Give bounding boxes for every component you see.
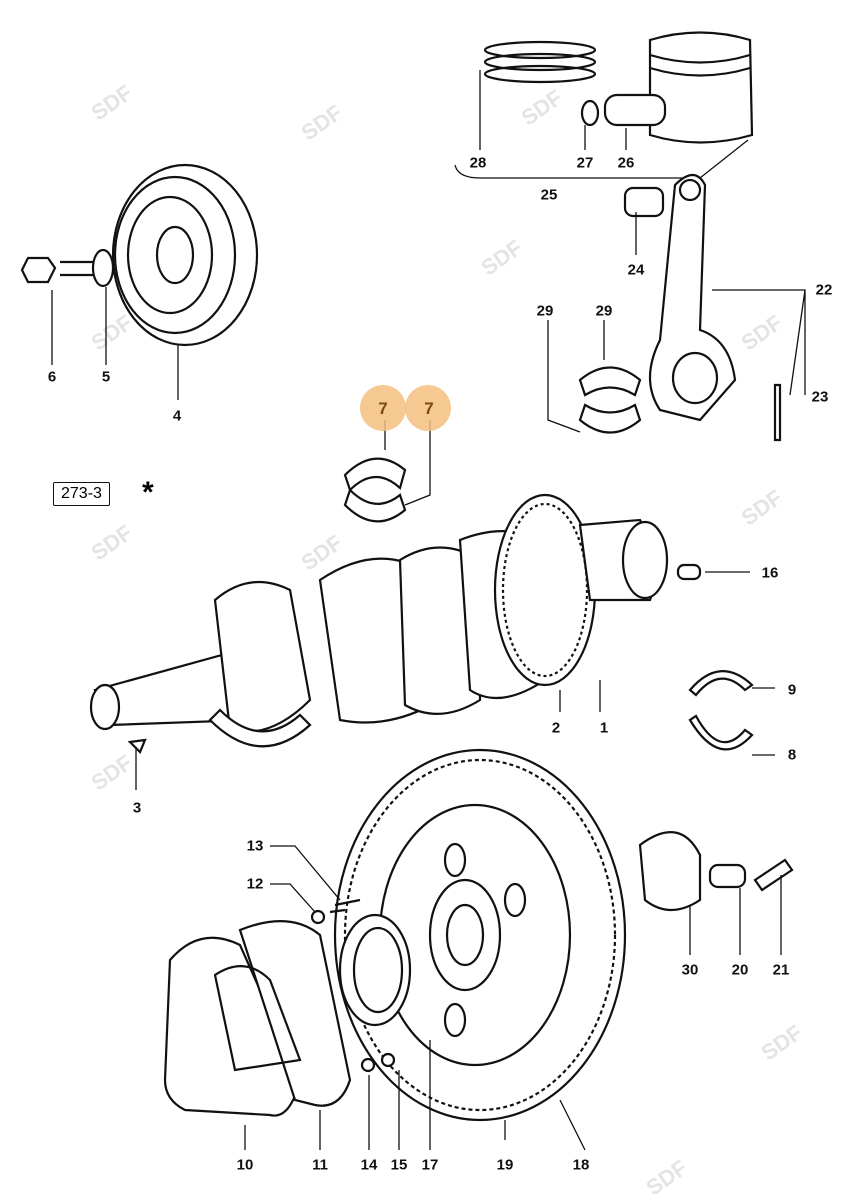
callout-8[interactable]: 8 xyxy=(787,746,797,764)
callout-27[interactable]: 27 xyxy=(576,154,594,172)
callout-29[interactable]: 29 xyxy=(536,302,554,320)
callout-24[interactable]: 24 xyxy=(627,261,645,279)
callout-15[interactable]: 15 xyxy=(390,1156,408,1174)
callout-23[interactable]: 23 xyxy=(811,388,829,406)
callout-29[interactable]: 29 xyxy=(595,302,613,320)
callout-30[interactable]: 30 xyxy=(681,961,699,979)
callout-19[interactable]: 19 xyxy=(496,1156,514,1174)
callout-26[interactable]: 26 xyxy=(617,154,635,172)
connecting-rod-drawing xyxy=(547,173,806,442)
callout-10[interactable]: 10 xyxy=(236,1156,254,1174)
callout-5[interactable]: 5 xyxy=(101,368,111,386)
callout-16[interactable]: 16 xyxy=(761,564,779,582)
callout-17[interactable]: 17 xyxy=(421,1156,439,1174)
callout-21[interactable]: 21 xyxy=(772,961,790,979)
highlight-marker-7 xyxy=(405,385,451,431)
callout-3[interactable]: 3 xyxy=(132,799,142,817)
callout-12[interactable]: 12 xyxy=(246,875,264,893)
asterisk-marker: * xyxy=(142,476,154,509)
callout-4[interactable]: 4 xyxy=(172,407,182,425)
reference-code-box: 273-3 xyxy=(53,482,110,506)
thrust-washers-drawing xyxy=(688,670,775,756)
highlight-marker-7 xyxy=(360,385,406,431)
callout-7[interactable]: 7 xyxy=(424,399,434,418)
callout-1[interactable]: 1 xyxy=(599,719,609,737)
crankshaft-drawing xyxy=(89,493,750,790)
callout-28[interactable]: 28 xyxy=(469,154,487,172)
callout-11[interactable]: 11 xyxy=(312,1156,328,1174)
flywheel-drawing xyxy=(333,748,794,1151)
callout-7[interactable]: 7 xyxy=(378,399,388,418)
callout-20[interactable]: 20 xyxy=(731,961,749,979)
callout-2[interactable]: 2 xyxy=(551,719,561,737)
callout-9[interactable]: 9 xyxy=(787,681,797,699)
callout-6[interactable]: 6 xyxy=(47,368,57,386)
rear-seal-and-gaskets-drawing xyxy=(163,845,412,1150)
callout-13[interactable]: 13 xyxy=(246,837,264,855)
callout-14[interactable]: 14 xyxy=(360,1156,378,1174)
callout-25[interactable]: 25 xyxy=(540,186,558,204)
piston-drawing xyxy=(454,31,754,179)
main-bearing-shells-drawing xyxy=(343,420,431,523)
pulley-drawing xyxy=(20,163,259,400)
callout-22[interactable]: 22 xyxy=(815,281,833,299)
callout-18[interactable]: 18 xyxy=(572,1156,590,1174)
